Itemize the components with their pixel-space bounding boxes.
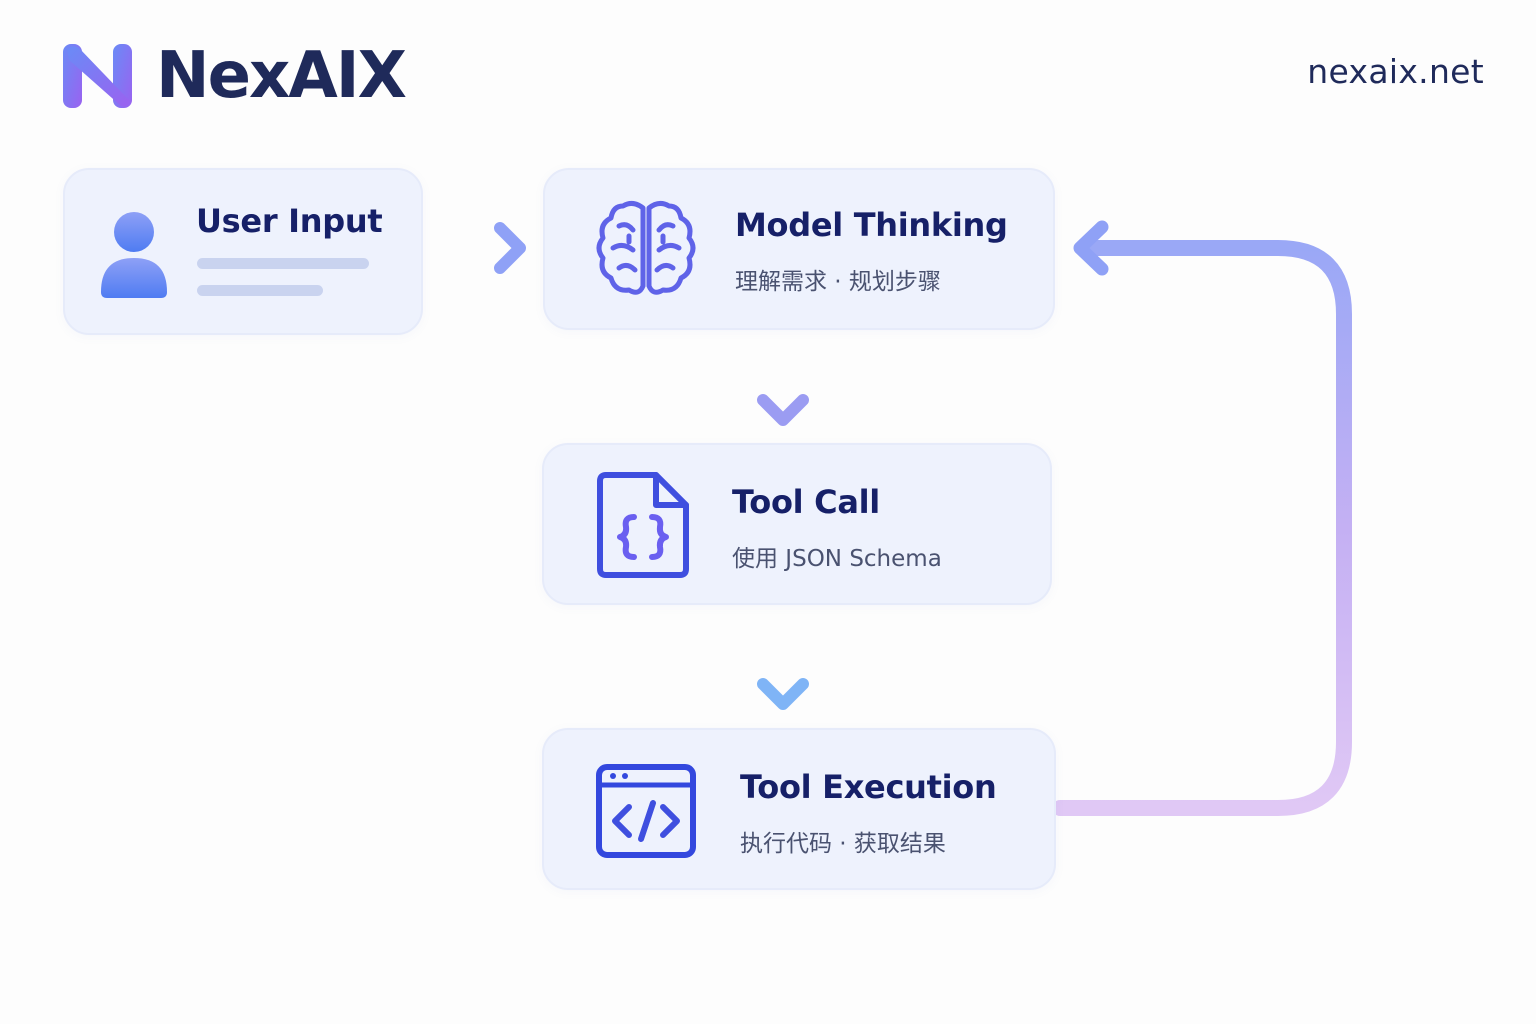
arrow-input-to-thinking — [423, 222, 526, 274]
brand-name: NexAIX — [156, 39, 407, 113]
code-window-icon — [596, 764, 696, 858]
model-thinking-title: Model Thinking — [735, 206, 1008, 244]
user-icon — [101, 212, 167, 298]
tool-call-subtitle: 使用 JSON Schema — [732, 546, 942, 572]
placeholder-line — [197, 285, 323, 296]
model-thinking-card[interactable]: Model Thinking 理解需求 · 规划步骤 — [543, 168, 1055, 330]
brain-icon — [596, 200, 696, 295]
tool-call-title: Tool Call — [732, 483, 880, 521]
arrow-call-to-execution — [757, 605, 809, 710]
site-url[interactable]: nexaix.net — [1307, 52, 1484, 91]
brand-logo: NexAIX — [62, 39, 407, 113]
arrow-thinking-to-call — [757, 328, 809, 426]
tool-execution-card[interactable]: Tool Execution 执行代码 · 获取结果 — [542, 728, 1056, 890]
n-logo-icon — [63, 44, 132, 108]
json-file-icon — [597, 472, 689, 578]
model-thinking-subtitle: 理解需求 · 规划步骤 — [735, 269, 941, 295]
user-input-card[interactable]: User Input — [63, 168, 423, 335]
arrow-loop-execution-to-thinking — [1052, 220, 1352, 816]
tool-execution-subtitle: 执行代码 · 获取结果 — [740, 831, 946, 857]
placeholder-line — [197, 258, 369, 269]
user-input-title: User Input — [196, 202, 383, 240]
tool-call-card[interactable]: Tool Call 使用 JSON Schema — [542, 443, 1052, 605]
tool-execution-title: Tool Execution — [740, 768, 997, 806]
